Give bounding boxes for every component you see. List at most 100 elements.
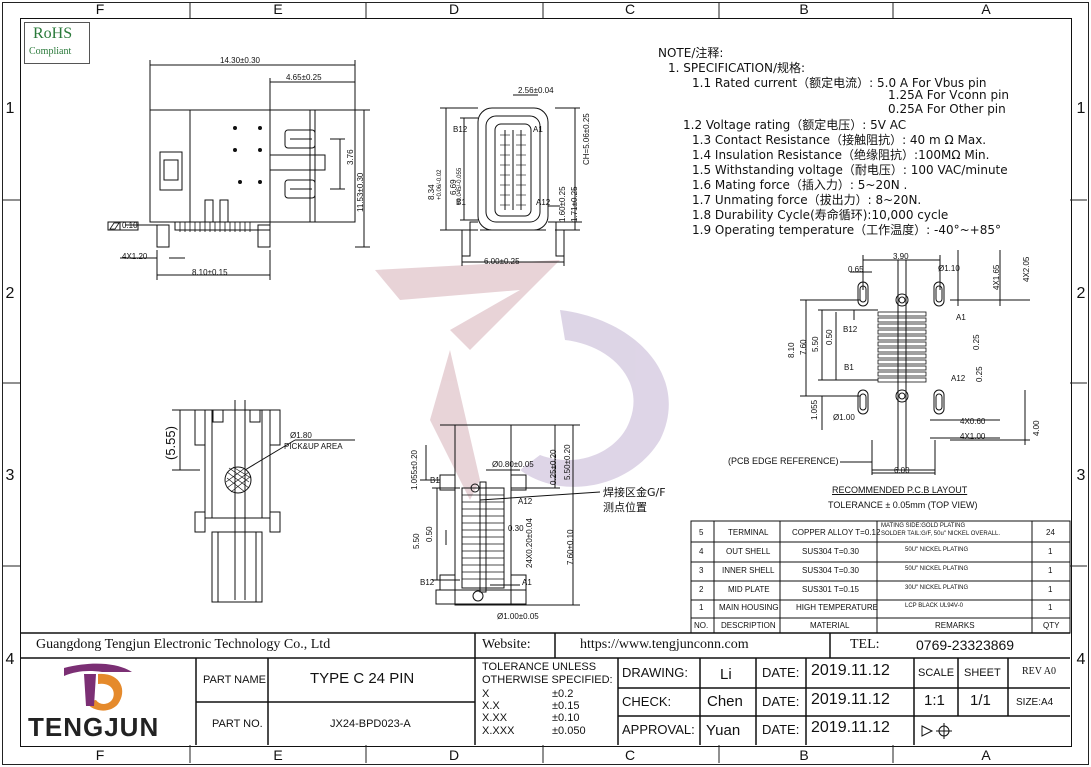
bom-header-material: MATERIAL: [810, 621, 850, 630]
bom-header-desc: DESCRIPTION: [721, 621, 776, 630]
bom-desc: TERMINAL: [728, 528, 769, 537]
zone-left-3: 3: [5, 467, 15, 484]
dim-label: 3.76: [346, 149, 355, 165]
tol-value: ±0.2: [552, 688, 574, 700]
zone-bottom-b: B: [799, 747, 809, 763]
bom-no: 4: [699, 547, 704, 556]
zone-top-a: A: [981, 1, 991, 17]
dim-label: +0.045/-0.055: [457, 167, 463, 205]
note-line: 1.4 Insulation Resistance（绝缘阻抗）:100MΩ Mi…: [692, 148, 990, 162]
check-value: Chen: [707, 693, 743, 710]
dim-label: 3.90: [893, 252, 909, 261]
dim-label: B1: [430, 476, 440, 485]
website-link[interactable]: https://www.tengjunconn.com: [580, 637, 749, 652]
bom-desc: INNER SHELL: [722, 566, 775, 575]
note-line: 1.1 Rated current（额定电流）: 5.0 A For Vbus …: [692, 76, 987, 90]
part-name-value: TYPE C 24 PIN: [310, 670, 415, 687]
dim-label: 2.56±0.04: [518, 86, 554, 95]
tolerance-title: TOLERANCE UNLESS: [482, 661, 597, 673]
dim-label: 7.60: [799, 339, 808, 355]
bom-desc: OUT SHELL: [726, 547, 771, 556]
part-no-label: PART NO.: [212, 718, 263, 730]
dim-label: A12: [951, 374, 966, 383]
rohs-box: RoHS Compliant: [24, 22, 90, 64]
weld-note: 焊接区金G/F: [603, 486, 666, 499]
company-name: Guangdong Tengjun Electronic Technology …: [36, 637, 331, 652]
dim-label: 1.60±0.25: [558, 186, 567, 222]
zone-left-1: 1: [5, 100, 15, 117]
dim-label: 11.53±0.30: [356, 172, 365, 212]
bom-remark: 30U" NICKEL PLATING: [905, 585, 969, 591]
bom-no: 3: [699, 566, 704, 575]
bom-material: COPPER ALLOY T=0.12: [792, 528, 881, 537]
pcb-layout-tolerance: TOLERANCE ± 0.05mm (TOP VIEW): [828, 500, 978, 510]
dim-label: 0.10: [122, 221, 138, 230]
rohs-title: RoHS: [33, 25, 73, 42]
tol-value: ±0.15: [552, 700, 580, 712]
dim-label: 4X1.65: [992, 264, 1001, 290]
paper-size: SIZE:A4: [1016, 697, 1054, 708]
bom-no: 1: [699, 603, 704, 612]
zone-top-c: C: [624, 1, 636, 17]
zone-right-4: 4: [1076, 651, 1086, 668]
zone-left-2: 2: [5, 285, 15, 302]
dim-label: +0.06/-0.02: [437, 169, 443, 200]
revision: REV A0: [1022, 666, 1056, 677]
dim-label: 1.055±0.20: [410, 450, 419, 490]
dim-label: (5.55): [163, 426, 178, 460]
bom-qty: 1: [1048, 585, 1053, 594]
dim-label: A1: [533, 125, 543, 134]
note-line: 0.25A For Other pin: [888, 102, 1006, 116]
note-line: 1.8 Durability Cycle(寿命循环):10,000 cycle: [692, 208, 949, 222]
tol-key: X.X: [482, 700, 500, 712]
tel-label: TEL:: [850, 637, 880, 652]
bom-material: SUS304 T=0.30: [802, 566, 860, 575]
zone-bottom-e: E: [273, 747, 283, 763]
dim-label: B12: [420, 578, 435, 587]
bom-header-qty: QTY: [1043, 621, 1060, 630]
dim-label: A12: [518, 497, 533, 506]
dim-label: B1: [456, 198, 466, 207]
bom-qty: 1: [1048, 547, 1053, 556]
bom-remark: MATING SIDE:GOLD PLATING: [881, 523, 966, 529]
dim-label: 5.50: [412, 533, 421, 549]
tol-key: X.XX: [482, 712, 508, 724]
scale-label: SCALE: [918, 667, 955, 679]
tel-number: 0769-23323869: [916, 637, 1015, 653]
bom-no: 5: [699, 528, 704, 537]
dim-label: 6.00: [894, 466, 910, 475]
bom-material: HIGH TEMPERATURE: [796, 603, 878, 612]
dim-label: 4.00: [1032, 420, 1041, 436]
dim-label: 4X2.05: [1022, 256, 1031, 282]
rohs-subtitle: Compliant: [29, 46, 72, 57]
dim-label: A12: [536, 198, 551, 207]
bom-header-no: NO.: [694, 621, 709, 630]
dim-label: 4X0.60: [960, 417, 986, 426]
bom-remark: SOLDER TAIL:G/F, 50u" NICKEL OVERALL.: [881, 531, 1001, 537]
dim-label: Ø1.80: [290, 431, 312, 440]
pick-up-area-label: PICK&UP AREA: [284, 442, 343, 451]
tolerance-title-2: OTHERWISE SPECIFIED:: [482, 674, 613, 686]
dim-label: 5.50±0.20: [563, 444, 572, 480]
dim-label: A1: [522, 578, 532, 587]
dim-label: 7.60±0.10: [566, 529, 575, 565]
date-label: DATE:: [762, 665, 800, 680]
dim-label: 4X1.00: [960, 432, 986, 441]
zone-bottom-d: D: [448, 747, 460, 763]
sheet-label: SHEET: [964, 667, 1001, 679]
logo-wordmark: TENGJUN: [28, 712, 160, 742]
dim-label: 8.10±0.15: [192, 268, 228, 277]
zone-top-b: B: [799, 1, 809, 17]
part-no-value: JX24-BPD023-A: [330, 718, 411, 730]
date-value: 2019.11.12: [811, 719, 890, 736]
bom-qty: 1: [1048, 566, 1053, 575]
bom-header-remarks: REMARKS: [935, 621, 975, 630]
note-line: 1.3 Contact Resistance（接触阻抗）: 40 m Ω Max…: [692, 133, 987, 147]
zone-left-4: 4: [5, 651, 15, 668]
bom-qty: 24: [1046, 528, 1055, 537]
pcb-edge-label: (PCB EDGE REFERENCE): [728, 456, 839, 466]
dim-label: B12: [843, 325, 858, 334]
bom-material: SUS301 T=0.15: [802, 585, 860, 594]
note-line: 1.25A For Vconn pin: [888, 88, 1010, 102]
